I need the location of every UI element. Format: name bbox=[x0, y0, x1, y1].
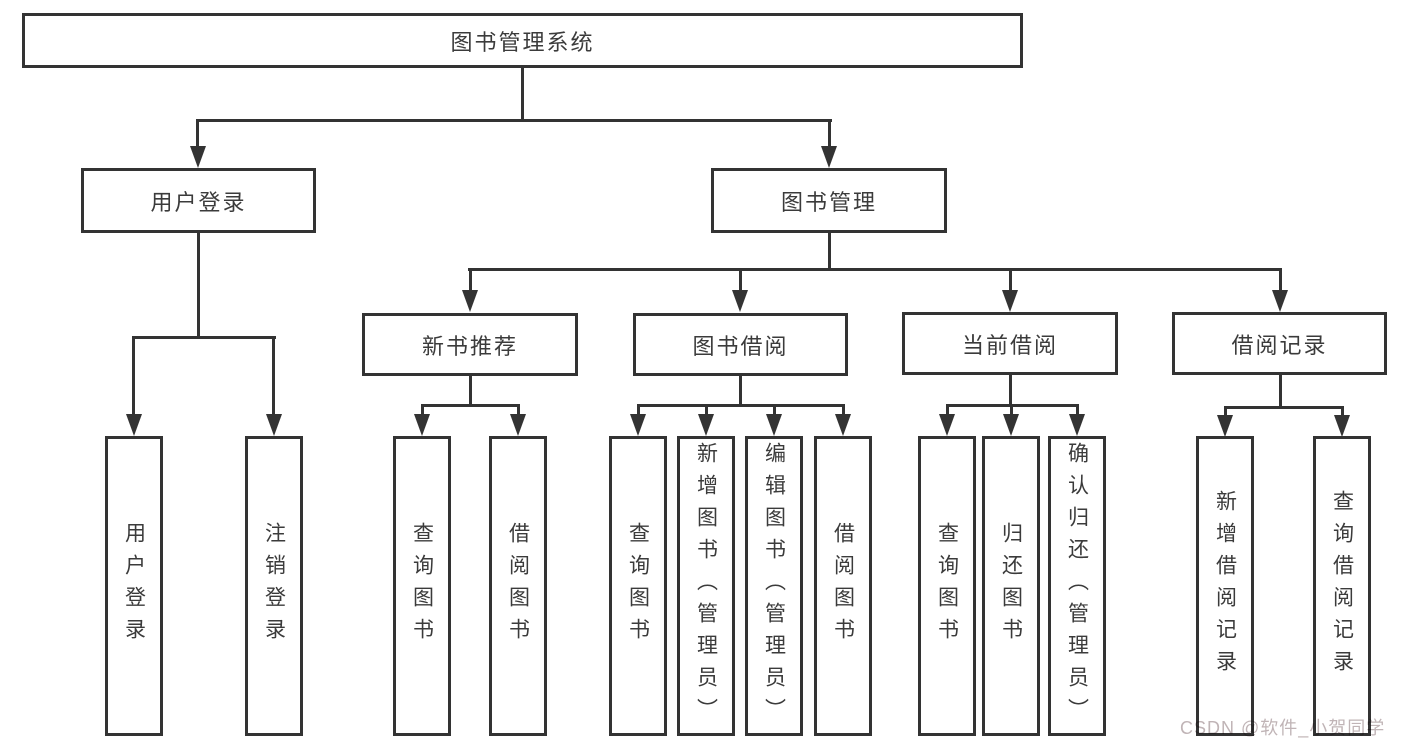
connector-leaf-drop-line bbox=[272, 336, 275, 414]
arrowhead-icon bbox=[821, 146, 837, 168]
arrowhead-icon bbox=[835, 414, 851, 436]
connector-leaf-drop-line bbox=[1076, 404, 1079, 416]
connector-leaf-drop-line bbox=[946, 404, 949, 416]
arrowhead-icon bbox=[462, 290, 478, 312]
arrowhead-icon bbox=[630, 414, 646, 436]
leaf-confirm-return-admin: 确认归还（管理员） bbox=[1048, 436, 1106, 736]
node-current-borrow: 当前借阅 bbox=[902, 312, 1118, 375]
node-label: 图书借阅 bbox=[692, 333, 789, 359]
connector-leaf-drop-line bbox=[842, 404, 845, 416]
node-borrow-records: 借阅记录 bbox=[1172, 312, 1387, 375]
leaf-borrow-books-1: 借阅图书 bbox=[489, 436, 547, 736]
arrowhead-icon bbox=[510, 414, 526, 436]
arrowhead-icon bbox=[1272, 290, 1288, 312]
leaf-query-books-3: 查询图书 bbox=[918, 436, 976, 736]
node-label: 查询图书 bbox=[935, 522, 959, 650]
leaf-return-book: 归还图书 bbox=[982, 436, 1040, 736]
connector-book-borrow-rail-line bbox=[637, 404, 845, 407]
connector-root-rail-line bbox=[196, 119, 832, 122]
node-book-borrow: 图书借阅 bbox=[633, 313, 848, 376]
connector-module-drop-line bbox=[1009, 268, 1012, 292]
arrowhead-icon bbox=[732, 290, 748, 312]
arrowhead-icon bbox=[939, 414, 955, 436]
node-label: 新增借阅记录 bbox=[1213, 490, 1237, 682]
node-new-book-recommend: 新书推荐 bbox=[362, 313, 578, 376]
leaf-query-books-2: 查询图书 bbox=[609, 436, 667, 736]
leaf-query-books-1: 查询图书 bbox=[393, 436, 451, 736]
node-label: 图书管理 bbox=[780, 189, 877, 215]
connector-leaf-drop-line bbox=[773, 404, 776, 416]
connector-book-mgmt-stem-line bbox=[828, 233, 831, 270]
arrowhead-icon bbox=[766, 414, 782, 436]
connector-leaf-drop-line bbox=[421, 404, 424, 416]
node-label: 借阅记录 bbox=[1231, 332, 1328, 358]
connector-user-login-stem-line bbox=[197, 233, 200, 338]
node-label: 查询借阅记录 bbox=[1330, 490, 1354, 682]
leaf-borrow-books-2: 借阅图书 bbox=[814, 436, 872, 736]
node-label: 注销登录 bbox=[262, 522, 286, 650]
node-label: 查询图书 bbox=[626, 522, 650, 650]
connector-module-drop-line bbox=[1279, 268, 1282, 292]
node-label: 新增图书（管理员） bbox=[694, 442, 718, 730]
node-label: 当前借阅 bbox=[961, 332, 1058, 358]
leaf-add-book-admin: 新增图书（管理员） bbox=[677, 436, 735, 736]
connector-new-book-stem-line bbox=[469, 376, 472, 406]
node-label: 查询图书 bbox=[410, 522, 434, 650]
connector-borrow-records-rail-line bbox=[1224, 406, 1344, 409]
node-label: 用户登录 bbox=[122, 522, 146, 650]
arrowhead-icon bbox=[1002, 290, 1018, 312]
node-user-login: 用户登录 bbox=[81, 168, 316, 233]
node-label: 借阅图书 bbox=[831, 522, 855, 650]
leaf-logout: 注销登录 bbox=[245, 436, 303, 736]
leaf-add-borrow-record: 新增借阅记录 bbox=[1196, 436, 1254, 736]
arrowhead-icon bbox=[1334, 415, 1350, 437]
leaf-edit-book-admin: 编辑图书（管理员） bbox=[745, 436, 803, 736]
connector-leaf-drop-line bbox=[1341, 406, 1344, 418]
connector-module-drop-line bbox=[469, 268, 472, 292]
node-label: 编辑图书（管理员） bbox=[762, 442, 786, 730]
csdn-watermark: CSDN @软件_小贺同学 bbox=[1180, 718, 1386, 738]
node-library-management-system: 图书管理系统 bbox=[22, 13, 1023, 68]
node-label: 图书管理系统 bbox=[450, 29, 595, 55]
connector-leaf-drop-line bbox=[637, 404, 640, 416]
connector-borrow-records-stem-line bbox=[1279, 375, 1282, 408]
connector-leaf-drop-line bbox=[132, 336, 135, 414]
connector-leaf-drop-line bbox=[1224, 406, 1227, 418]
node-label: 用户登录 bbox=[150, 189, 247, 215]
arrowhead-icon bbox=[698, 414, 714, 436]
connector-root-stem-line bbox=[521, 68, 524, 121]
connector-current-borrow-stem-line bbox=[1009, 375, 1012, 406]
connector-book-mgmt-rail-line bbox=[468, 268, 1282, 271]
leaf-user-login: 用户登录 bbox=[105, 436, 163, 736]
node-label: 新书推荐 bbox=[421, 333, 518, 359]
arrowhead-icon bbox=[1217, 415, 1233, 437]
connector-book-mgmt-drop-line bbox=[828, 119, 831, 151]
connector-leaf-drop-line bbox=[705, 404, 708, 416]
arrowhead-icon bbox=[1069, 414, 1085, 436]
connector-leaf-drop-line bbox=[1010, 404, 1013, 416]
connector-user-login-drop-line bbox=[196, 119, 199, 151]
arrowhead-icon bbox=[1003, 414, 1019, 436]
node-label: 借阅图书 bbox=[506, 522, 530, 650]
arrowhead-icon bbox=[414, 414, 430, 436]
node-label: 确认归还（管理员） bbox=[1065, 442, 1089, 730]
arrowhead-icon bbox=[126, 414, 142, 436]
connector-user-login-rail-line bbox=[132, 336, 276, 339]
node-label: 归还图书 bbox=[999, 522, 1023, 650]
leaf-query-borrow-record: 查询借阅记录 bbox=[1313, 436, 1371, 736]
connector-new-book-rail-line bbox=[421, 404, 520, 407]
arrowhead-icon bbox=[266, 414, 282, 436]
connector-leaf-drop-line bbox=[517, 404, 520, 416]
connector-book-borrow-stem-line bbox=[739, 376, 742, 406]
connector-module-drop-line bbox=[739, 268, 742, 292]
arrowhead-icon bbox=[190, 146, 206, 168]
node-book-management: 图书管理 bbox=[711, 168, 947, 233]
